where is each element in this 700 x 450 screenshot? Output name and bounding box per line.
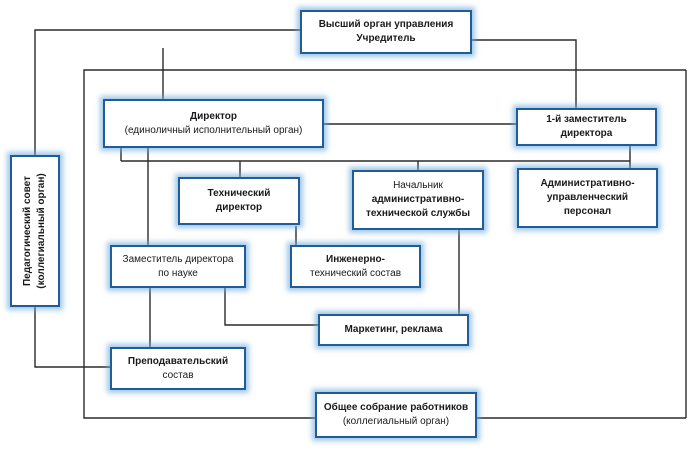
science-deputy-box: Заместитель директора по науке: [110, 245, 246, 288]
first-deputy-line2: директора: [560, 128, 613, 139]
ped-council-title: Педагогический совет: [22, 176, 33, 286]
admin-staff-line2: управленческий: [546, 192, 629, 203]
tech-director-line1: Технический: [207, 188, 271, 199]
first-deputy-line1: 1-й заместитель: [546, 114, 627, 125]
admin-staff-line3: персонал: [563, 206, 612, 217]
tech-director-box: Технический директор: [178, 177, 300, 225]
science-deputy-line2: по науке: [158, 267, 198, 279]
general-meeting-title: Общее собрание работников: [323, 402, 469, 413]
ped-council-subtitle: (коллегиальный орган): [36, 173, 47, 289]
engineering-staff-line1: Инженерно-: [326, 253, 385, 265]
admin-tech-head-line1: Начальник: [393, 180, 443, 191]
teaching-staff-box: Преподавательский состав: [110, 347, 246, 390]
line-outer-frame: [83, 69, 686, 419]
general-meeting-subtitle: (коллегиальный орган): [342, 416, 450, 427]
director-box: Директор (единоличный исполнительный орг…: [103, 99, 324, 148]
engineering-staff-line2: технический состав: [309, 267, 402, 279]
admin-tech-head-line2: административно-: [371, 194, 465, 205]
teaching-staff-line1: Преподавательский: [127, 355, 229, 367]
director-subtitle: (единоличный исполнительный орган): [124, 124, 303, 136]
ped-council-box: Педагогический совет (коллегиальный орга…: [10, 155, 60, 307]
director-title: Директор: [190, 110, 237, 122]
engineering-staff-box: Инженерно- технический состав: [290, 245, 421, 288]
line-science-deputy-to-marketing: [224, 286, 318, 326]
admin-staff-line1: Административно-: [540, 178, 635, 189]
line-ped-council-to-teaching: [34, 305, 110, 368]
marketing-box: Маркетинг, реклама: [318, 314, 469, 346]
founder-subtitle: Учредитель: [356, 33, 416, 44]
line-founder-to-first-deputy: [470, 39, 577, 108]
founder-title: Высший орган управления: [318, 19, 454, 30]
marketing-label: Маркетинг, реклама: [344, 324, 443, 335]
admin-staff-box: Административно- управленческий персонал: [517, 168, 658, 228]
founder-box: Высший орган управления Учредитель: [300, 10, 472, 54]
first-deputy-box: 1-й заместитель директора: [516, 108, 657, 146]
general-meeting-box: Общее собрание работников (коллегиальный…: [315, 392, 477, 438]
admin-tech-head-box: Начальник административно- технической с…: [352, 170, 484, 230]
admin-tech-head-line3: технической службы: [365, 208, 471, 219]
science-deputy-line1: Заместитель директора: [122, 253, 234, 265]
teaching-staff-line2: состав: [162, 369, 194, 381]
line-founder-to-ped-council: [34, 29, 300, 160]
tech-director-line2: директор: [215, 202, 263, 213]
